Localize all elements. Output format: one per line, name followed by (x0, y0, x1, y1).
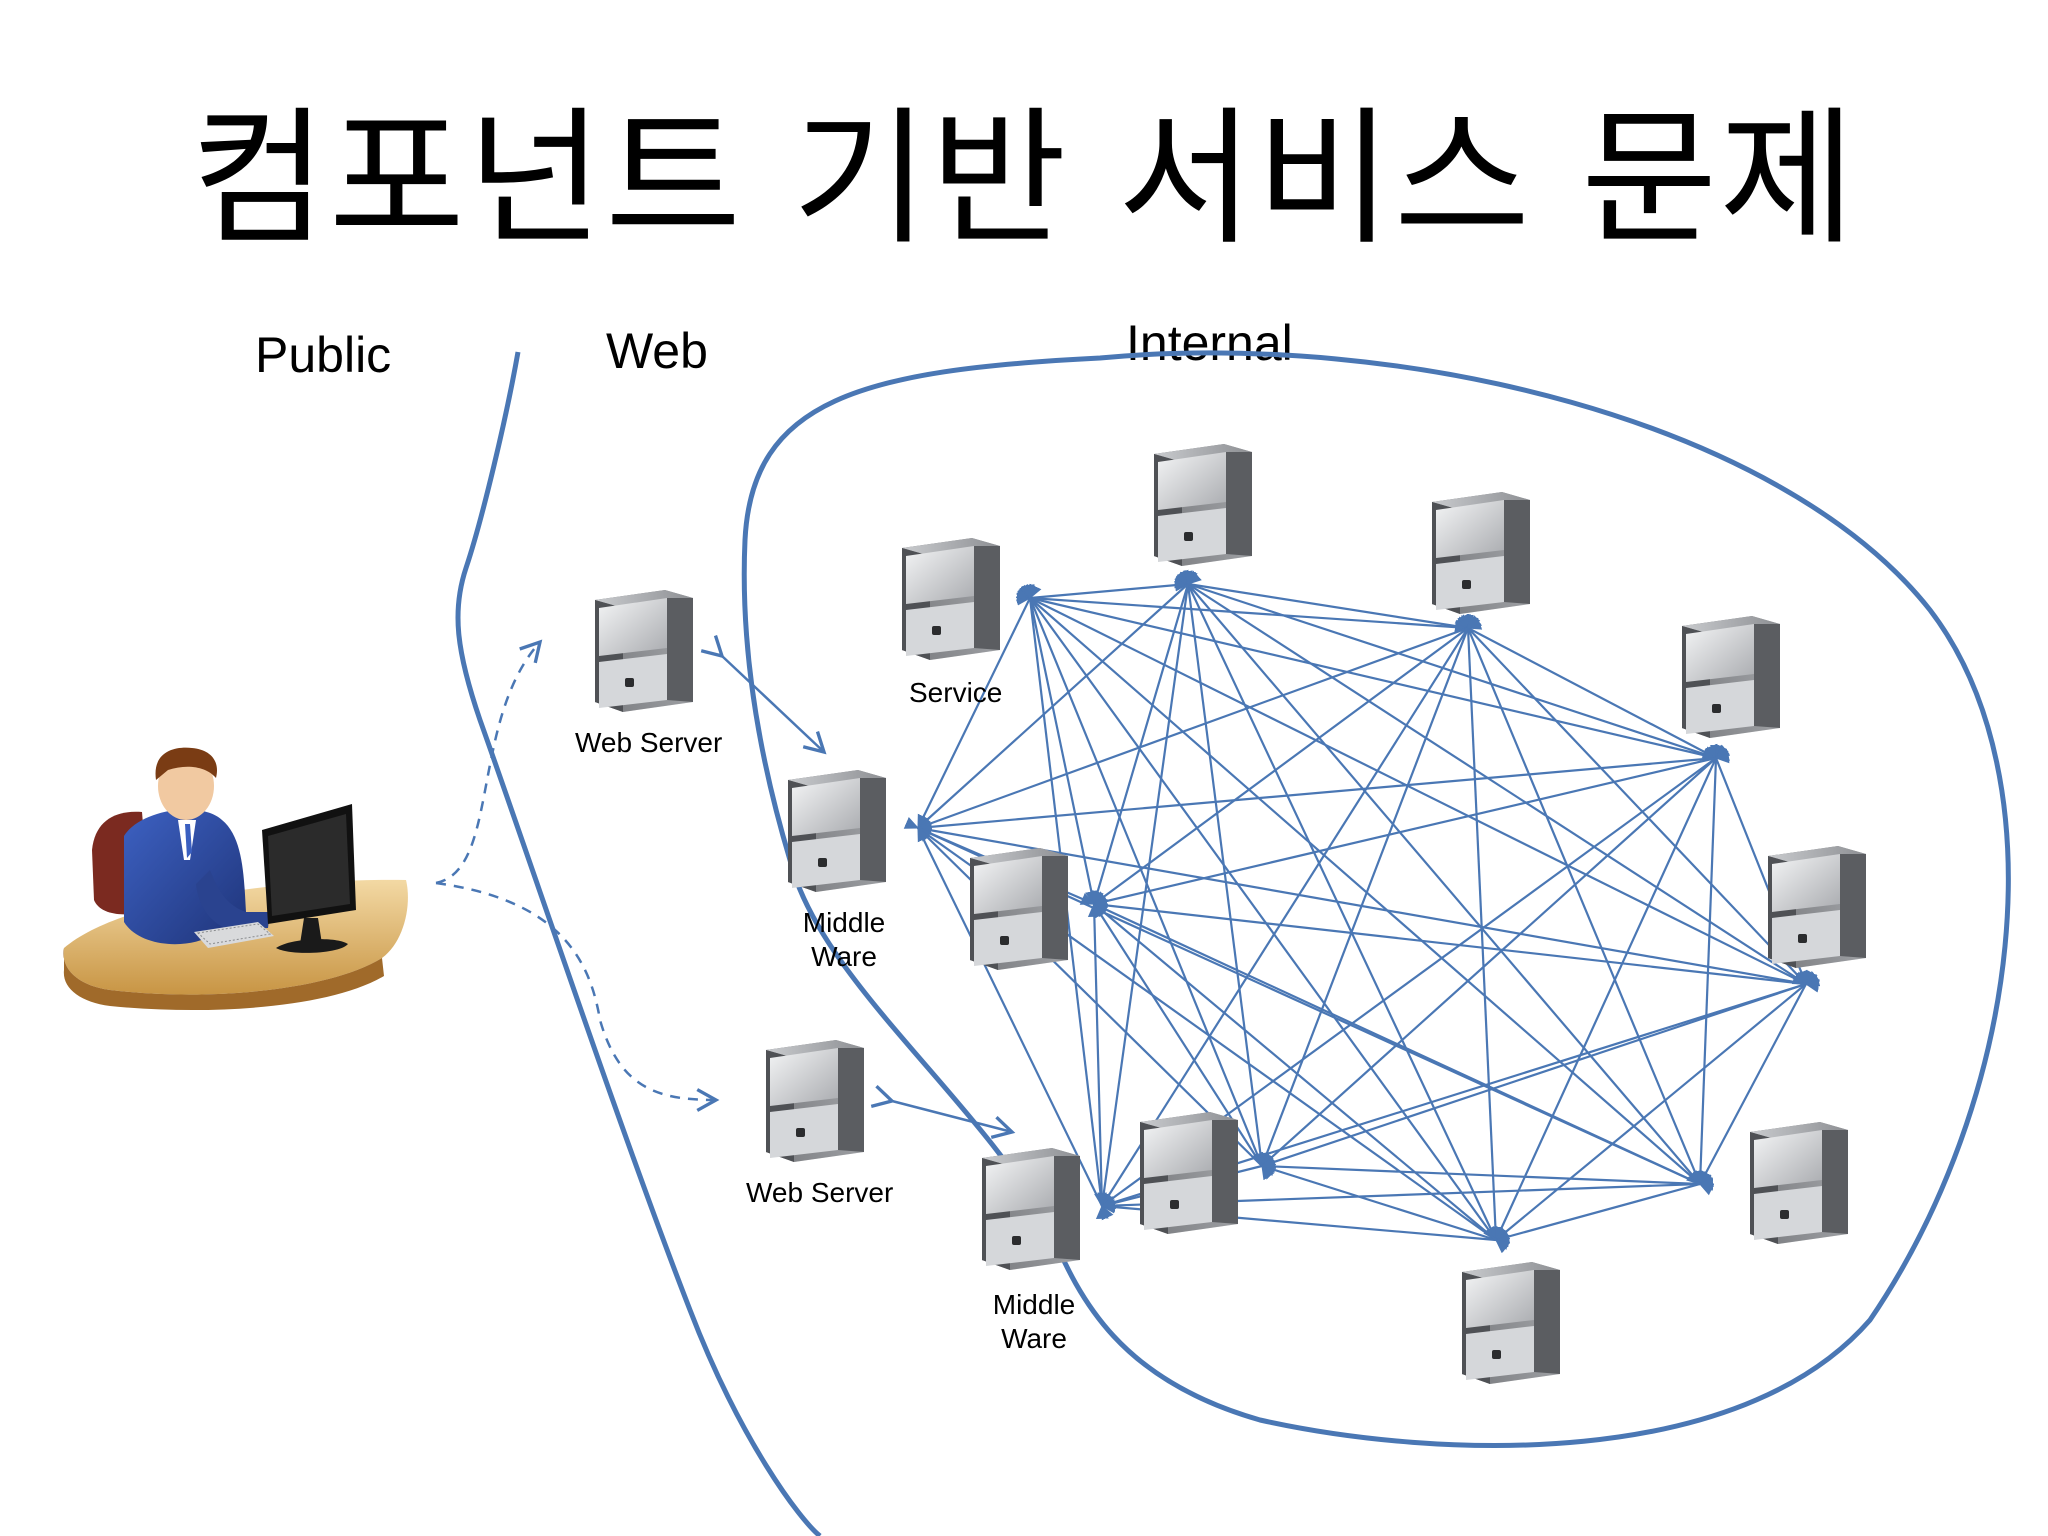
service-server-9 (970, 848, 1068, 970)
person-hair (155, 747, 217, 780)
mesh-link-29 (1694, 744, 1723, 1186)
web-server-1 (595, 590, 693, 712)
mesh-link-11 (1174, 575, 1470, 633)
mesh-link-19 (1091, 569, 1198, 906)
mesh-link-5 (1016, 584, 1701, 1185)
middleware-server-1 (788, 770, 886, 892)
monitor-stand (300, 918, 322, 944)
client-request-arrow-1 (435, 639, 543, 885)
mesh-link-16 (1180, 570, 1267, 1168)
service-server-7 (1462, 1262, 1560, 1384)
mesh-link-54 (1087, 902, 1109, 1219)
zone-label-web: Web (606, 323, 708, 379)
webserver-middleware-link-1 (700, 635, 827, 755)
middleware-server-2 (982, 1148, 1080, 1270)
service-label: Service (909, 677, 1002, 708)
service-server-3 (1432, 492, 1530, 614)
mesh-link-24 (1260, 613, 1479, 1168)
mesh-link-20 (1453, 616, 1718, 759)
mesh-link-14 (1174, 570, 1701, 1185)
slide-title: 컴포넌트 기반 서비스 문제 (190, 93, 1858, 265)
mesh-link-27 (1092, 615, 1483, 905)
web-server-2 (766, 1040, 864, 1162)
zone-label-internal: Internal (1126, 315, 1293, 371)
mesh-link-34 (1092, 748, 1730, 908)
mesh-link-33 (916, 750, 1730, 834)
user-at-desk-illustration (63, 747, 408, 1011)
service-server-8 (1140, 1112, 1238, 1234)
mesh-link-25 (1101, 613, 1481, 1208)
zone-label-public: Public (255, 327, 392, 383)
mesh-link-17 (1097, 570, 1197, 1208)
public-web-boundary (455, 351, 822, 1536)
service-server-2 (1154, 444, 1252, 566)
person-head (158, 752, 214, 820)
web-server-label-1: Web Server (575, 727, 722, 758)
person-arm (196, 870, 270, 930)
webserver-middleware-link-2 (870, 1085, 1016, 1140)
desk-edge (63, 948, 385, 1011)
service-server-4 (1682, 616, 1780, 738)
internal-zone-boundary (741, 350, 2011, 1448)
mesh-link-1 (1016, 578, 1190, 606)
mesh-link-42 (1260, 1160, 1714, 1191)
service-server-1 (902, 538, 1000, 660)
mesh-link-41 (1494, 1174, 1715, 1243)
keyboard (194, 922, 274, 948)
service-mesh (903, 569, 1821, 1254)
web-server-label-2: Web Server (746, 1177, 893, 1208)
mesh-link-23 (1461, 614, 1502, 1242)
service-server-5 (1768, 846, 1866, 968)
service-server-6 (1750, 1122, 1848, 1244)
